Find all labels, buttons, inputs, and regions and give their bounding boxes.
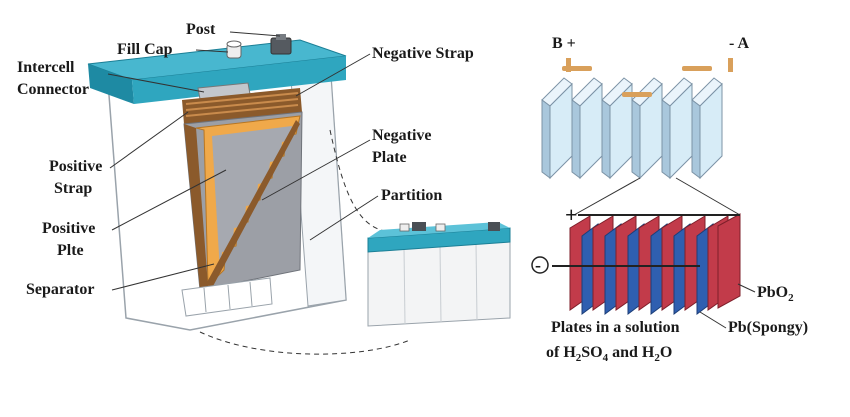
dashed-callout-line-bottom <box>199 331 411 355</box>
plus-sign: + <box>565 202 578 227</box>
terminal-b-label: B + <box>552 35 576 52</box>
intercell-connector-label-line2: Connector <box>17 81 89 98</box>
cell-connector <box>682 66 712 71</box>
minus-circle <box>531 256 549 274</box>
plate-stack-illustration <box>552 213 741 315</box>
end-plate-pbo2 <box>717 213 741 309</box>
pbo2-label: PbO2 <box>757 284 794 304</box>
negative-strap-leader <box>295 53 371 97</box>
minus-sign: - <box>535 255 541 275</box>
cell-slab <box>661 77 693 180</box>
fill-cap-leader <box>195 49 229 53</box>
separator-leader <box>111 263 215 291</box>
pb-spongy-label: Pb(Spongy) <box>728 319 808 336</box>
negative-plate-label-line2: Plate <box>372 149 407 166</box>
funnel-line-left <box>573 177 641 216</box>
cell-connector <box>622 92 652 97</box>
partition-leader <box>309 195 379 241</box>
small-battery-icon <box>367 222 511 327</box>
solution-label-line2: of H2SO4 and H2O <box>546 344 672 364</box>
cell-slab <box>691 77 723 180</box>
terminal-post-a <box>728 58 733 72</box>
intercell-leader <box>107 73 205 93</box>
fill-cap-label: Fill Cap <box>117 41 173 58</box>
cell-slab <box>601 77 633 180</box>
positive-plate-label-line2: Plte <box>57 242 84 259</box>
cell-slab <box>571 77 603 180</box>
positive-plate-leader <box>111 169 227 231</box>
battery-cutaway-illustration <box>87 34 347 331</box>
negative-plate-leader <box>261 139 371 201</box>
negative-strap-label: Negative Strap <box>372 45 474 62</box>
terminal-a-label: - A <box>729 35 749 52</box>
cell-series-illustration <box>541 58 733 180</box>
cell-slab <box>541 77 573 180</box>
partition-label: Partition <box>381 187 442 204</box>
post-label: Post <box>186 21 216 38</box>
terminal-post-b <box>566 58 571 72</box>
separator-label: Separator <box>26 281 94 298</box>
solution-label-line1: Plates in a solution <box>551 319 680 336</box>
post-leader <box>229 31 281 37</box>
positive-plate-label-line1: Positive <box>42 220 95 237</box>
positive-strap-leader <box>109 111 189 169</box>
intercell-connector-label-line1: Intercell <box>17 59 75 76</box>
funnel-line-right <box>675 177 741 216</box>
pbo2-leader <box>737 283 756 293</box>
pb-spongy-leader <box>699 311 727 329</box>
negative-plate-label-line1: Negative <box>372 127 432 144</box>
positive-strap-label-line1: Positive <box>49 158 102 175</box>
positive-strap-label-line2: Strap <box>54 180 92 197</box>
